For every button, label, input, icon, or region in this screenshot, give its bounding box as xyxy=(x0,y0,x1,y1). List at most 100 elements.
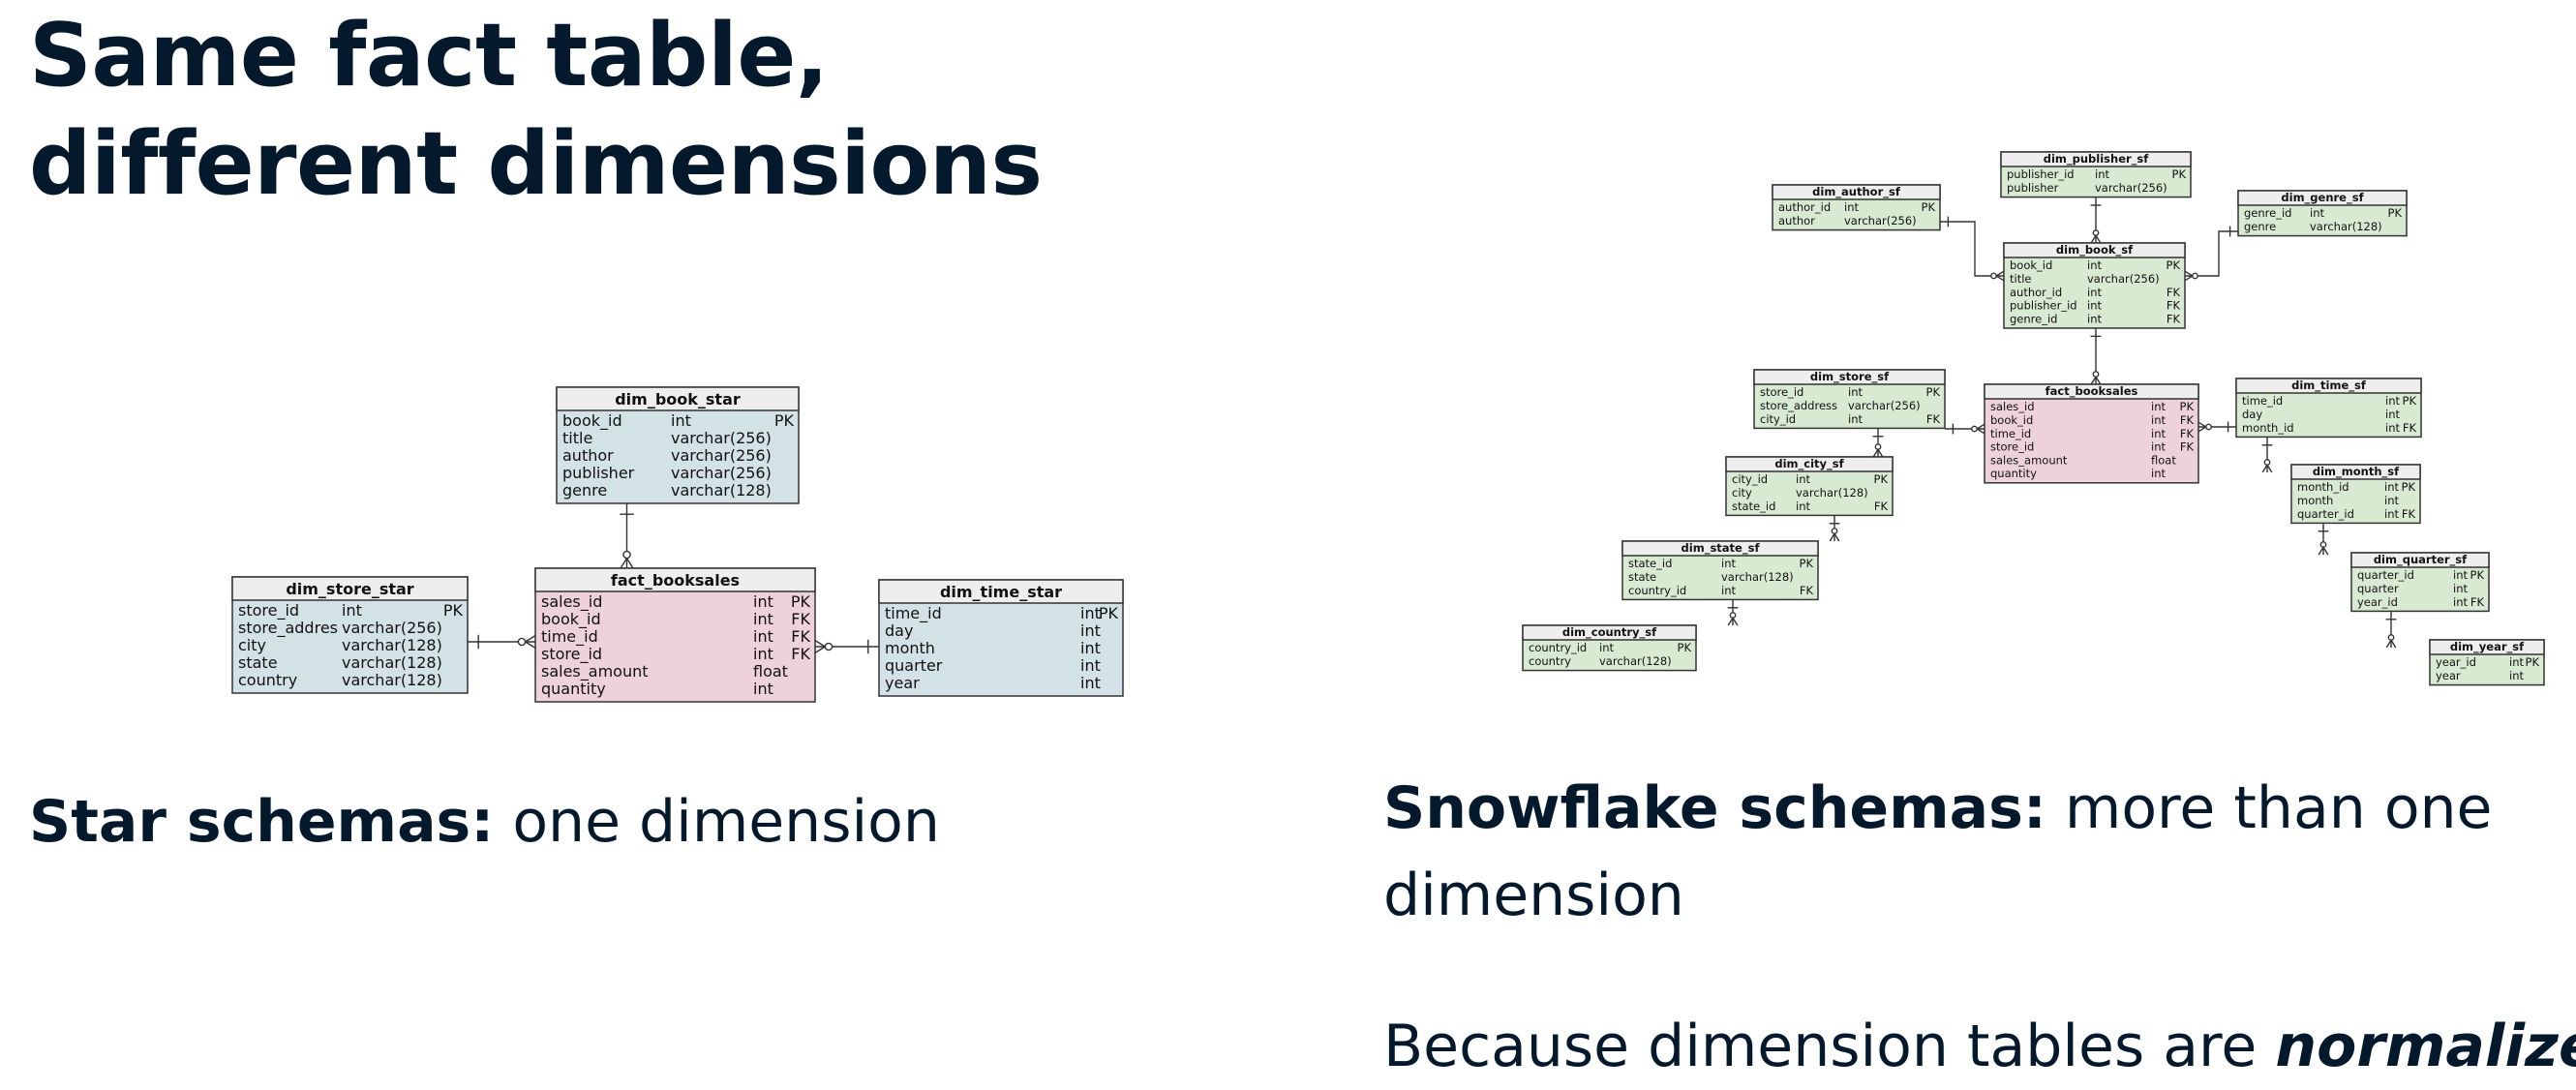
column-key: PK xyxy=(2402,480,2416,494)
column-name: genre_id xyxy=(2244,206,2291,220)
column-type: int xyxy=(753,610,773,628)
column-type: int xyxy=(1721,584,1736,597)
column-type: int xyxy=(753,592,773,611)
table-name: dim_book_sf xyxy=(2056,243,2134,257)
column-name: quantity xyxy=(541,680,606,698)
column-type: int xyxy=(1080,656,1101,675)
column-type: varchar(256) xyxy=(671,446,772,465)
column-name: store_id xyxy=(238,601,299,621)
connector-fact-to-book xyxy=(2090,328,2102,385)
column-name: store_address xyxy=(1760,399,1837,412)
column-name: month xyxy=(2297,494,2333,507)
column-type: int xyxy=(753,680,773,698)
column-type: int xyxy=(753,645,773,663)
column-key: PK xyxy=(2388,206,2403,220)
column-type: varchar(128) xyxy=(342,653,442,672)
connector-country-to-state xyxy=(1727,599,1739,626)
column-key: PK xyxy=(2403,394,2417,408)
column-type: int xyxy=(2509,669,2524,682)
column-key: PK xyxy=(1678,641,1692,654)
column-name: publisher_id xyxy=(2007,167,2075,181)
column-key: FK xyxy=(2470,595,2485,609)
connector-fact-to-store xyxy=(1945,423,1985,435)
column-key: FK xyxy=(1800,584,1814,597)
column-type: int xyxy=(2384,507,2399,521)
column-key: PK xyxy=(2180,400,2195,413)
column-type: int xyxy=(342,601,362,620)
column-key: PK xyxy=(791,592,811,611)
column-name: author_id xyxy=(2010,286,2062,299)
table-header xyxy=(2350,552,2490,568)
column-name: quarter_id xyxy=(2357,568,2414,582)
column-type: int xyxy=(1721,557,1736,570)
snow-caption-text: more than one dimension xyxy=(1383,774,2493,929)
table-name: dim_country_sf xyxy=(1562,625,1657,640)
column-type: int xyxy=(2151,467,2166,480)
column-type: int xyxy=(1599,641,1614,654)
column-name: city_id xyxy=(1732,472,1768,486)
table-header xyxy=(534,567,816,592)
column-name: city xyxy=(238,636,266,654)
column-key: PK xyxy=(774,411,795,430)
column-name: book_id xyxy=(1990,413,2033,427)
normalized-caption: Because dimension tables are normalized xyxy=(1383,1003,2576,1090)
column-type: int xyxy=(1844,200,1859,214)
column-name: book_id xyxy=(562,411,622,431)
column-key: PK xyxy=(2470,568,2485,582)
column-key: FK xyxy=(791,627,810,646)
column-name: quantity xyxy=(1990,467,2037,480)
column-type: varchar(128) xyxy=(1599,654,1672,668)
column-type: varchar(128) xyxy=(342,636,442,654)
star-caption-text: one dimension xyxy=(494,788,940,856)
column-name: country xyxy=(1529,654,1571,668)
column-name: time_id xyxy=(1990,427,2031,440)
star-schema-caption: Star schemas: one dimension xyxy=(29,778,940,865)
connector-state-to-city xyxy=(1829,515,1840,542)
column-key: PK xyxy=(1922,200,1936,214)
column-type: int xyxy=(2453,595,2468,609)
column-type: varchar(128) xyxy=(2310,220,2382,233)
column-key: PK xyxy=(2526,655,2540,669)
table-header xyxy=(1772,184,1941,200)
column-name: state_id xyxy=(1628,557,1672,570)
table-name: dim_book_star xyxy=(615,390,741,409)
column-name: genre_id xyxy=(2010,312,2057,325)
column-key: PK xyxy=(1800,557,1814,570)
table-header xyxy=(1753,369,1946,385)
column-name: day xyxy=(885,621,913,640)
column-key: FK xyxy=(2403,421,2417,435)
column-name: time_id xyxy=(885,604,942,623)
column-type: int xyxy=(2151,427,2166,440)
column-type: int xyxy=(1080,604,1101,622)
table-header xyxy=(556,386,800,411)
column-type: varchar(256) xyxy=(671,464,772,482)
column-key: FK xyxy=(2402,507,2416,521)
column-type: int xyxy=(2384,480,2399,494)
table-name: dim_quarter_sf xyxy=(2374,553,2468,567)
column-name: sales_id xyxy=(541,592,602,612)
column-name: time_id xyxy=(541,627,598,647)
column-type: int xyxy=(2384,494,2399,507)
column-key: FK xyxy=(1874,500,1889,513)
column-key: FK xyxy=(2167,312,2181,325)
column-name: store_addres xyxy=(238,619,338,638)
column-name: store_id xyxy=(541,645,602,664)
column-type: int xyxy=(2509,655,2524,669)
column-name: month_id xyxy=(2242,421,2294,435)
table-header xyxy=(2235,378,2422,394)
column-key: PK xyxy=(1874,472,1889,486)
column-name: publisher xyxy=(562,464,635,482)
table-name: dim_publisher_sf xyxy=(2044,152,2150,167)
column-name: city xyxy=(1732,486,1752,500)
table-header xyxy=(1621,540,1819,557)
norm-caption-text: Because dimension tables are xyxy=(1383,1013,2276,1080)
table-name: dim_author_sf xyxy=(1812,185,1901,199)
column-type: varchar(256) xyxy=(342,619,442,637)
